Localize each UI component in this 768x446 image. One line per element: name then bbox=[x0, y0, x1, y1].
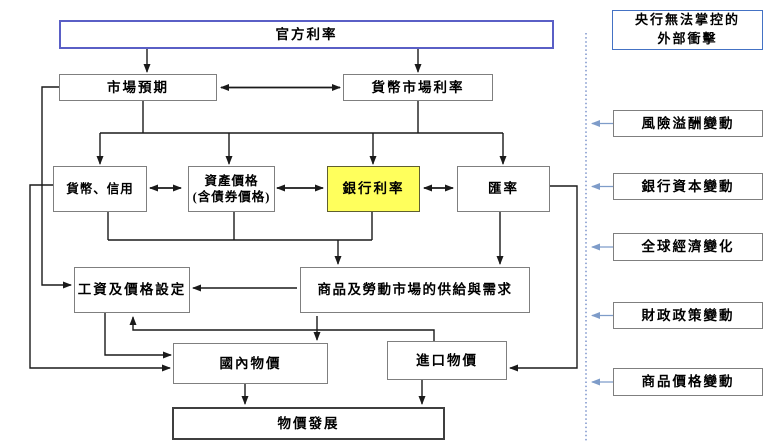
header-line2: 外部衝擊 bbox=[657, 31, 718, 46]
node-domestic-prices: 國內物價 bbox=[173, 343, 328, 384]
node-asset-prices: 資產價格 (含債券價格) bbox=[188, 166, 275, 212]
node-label: 貨幣、信用 bbox=[66, 181, 134, 196]
node-label: 全球經濟變化 bbox=[641, 239, 735, 255]
node-commodity-price-change: 商品價格變動 bbox=[613, 368, 763, 396]
node-label-line2: (含債券價格) bbox=[192, 190, 271, 204]
node-label: 官方利率 bbox=[275, 26, 338, 42]
node-bank-rates: 銀行利率 bbox=[327, 166, 420, 212]
node-label: 進口物價 bbox=[416, 352, 478, 368]
node-wage-price-setting: 工資及價格設定 bbox=[74, 267, 190, 313]
node-label: 商品價格變動 bbox=[641, 374, 735, 390]
node-market-expectations: 市場預期 bbox=[59, 74, 217, 101]
node-label: 財政政策變動 bbox=[641, 307, 735, 323]
node-risk-premium-change: 風險溢酬變動 bbox=[613, 110, 763, 137]
node-label: 工資及價格設定 bbox=[77, 282, 187, 298]
node-exchange-rate: 匯率 bbox=[457, 166, 550, 212]
node-bank-capital-change: 銀行資本變動 bbox=[613, 173, 763, 200]
node-label: 市場預期 bbox=[107, 79, 169, 95]
node-label-line1: 資產價格 bbox=[204, 173, 259, 188]
node-official-rate: 官方利率 bbox=[59, 20, 554, 49]
node-label: 匯率 bbox=[488, 181, 519, 197]
node-label: 風險溢酬變動 bbox=[641, 115, 735, 131]
node-import-prices: 進口物價 bbox=[387, 341, 507, 380]
node-label: 國內物價 bbox=[219, 355, 282, 371]
node-money-credit: 貨幣、信用 bbox=[53, 166, 147, 212]
node-fiscal-policy-change: 財政政策變動 bbox=[613, 302, 763, 329]
node-price-development: 物價發展 bbox=[172, 407, 445, 440]
node-label: 物價發展 bbox=[277, 415, 340, 431]
header-line1: 央行無法掌控的 bbox=[634, 12, 740, 28]
node-label: 商品及勞動市場的供給與需求 bbox=[317, 282, 513, 298]
external-shocks-header: 央行無法掌控的 外部衝擊 bbox=[612, 10, 763, 50]
node-global-economy-change: 全球經濟變化 bbox=[613, 233, 763, 261]
node-goods-labor-market: 商品及勞動市場的供給與需求 bbox=[300, 267, 530, 313]
node-label: 銀行利率 bbox=[342, 181, 405, 197]
node-label: 貨幣市場利率 bbox=[371, 79, 465, 95]
node-label: 銀行資本變動 bbox=[641, 178, 735, 194]
node-money-market-rates: 貨幣市場利率 bbox=[343, 74, 493, 101]
